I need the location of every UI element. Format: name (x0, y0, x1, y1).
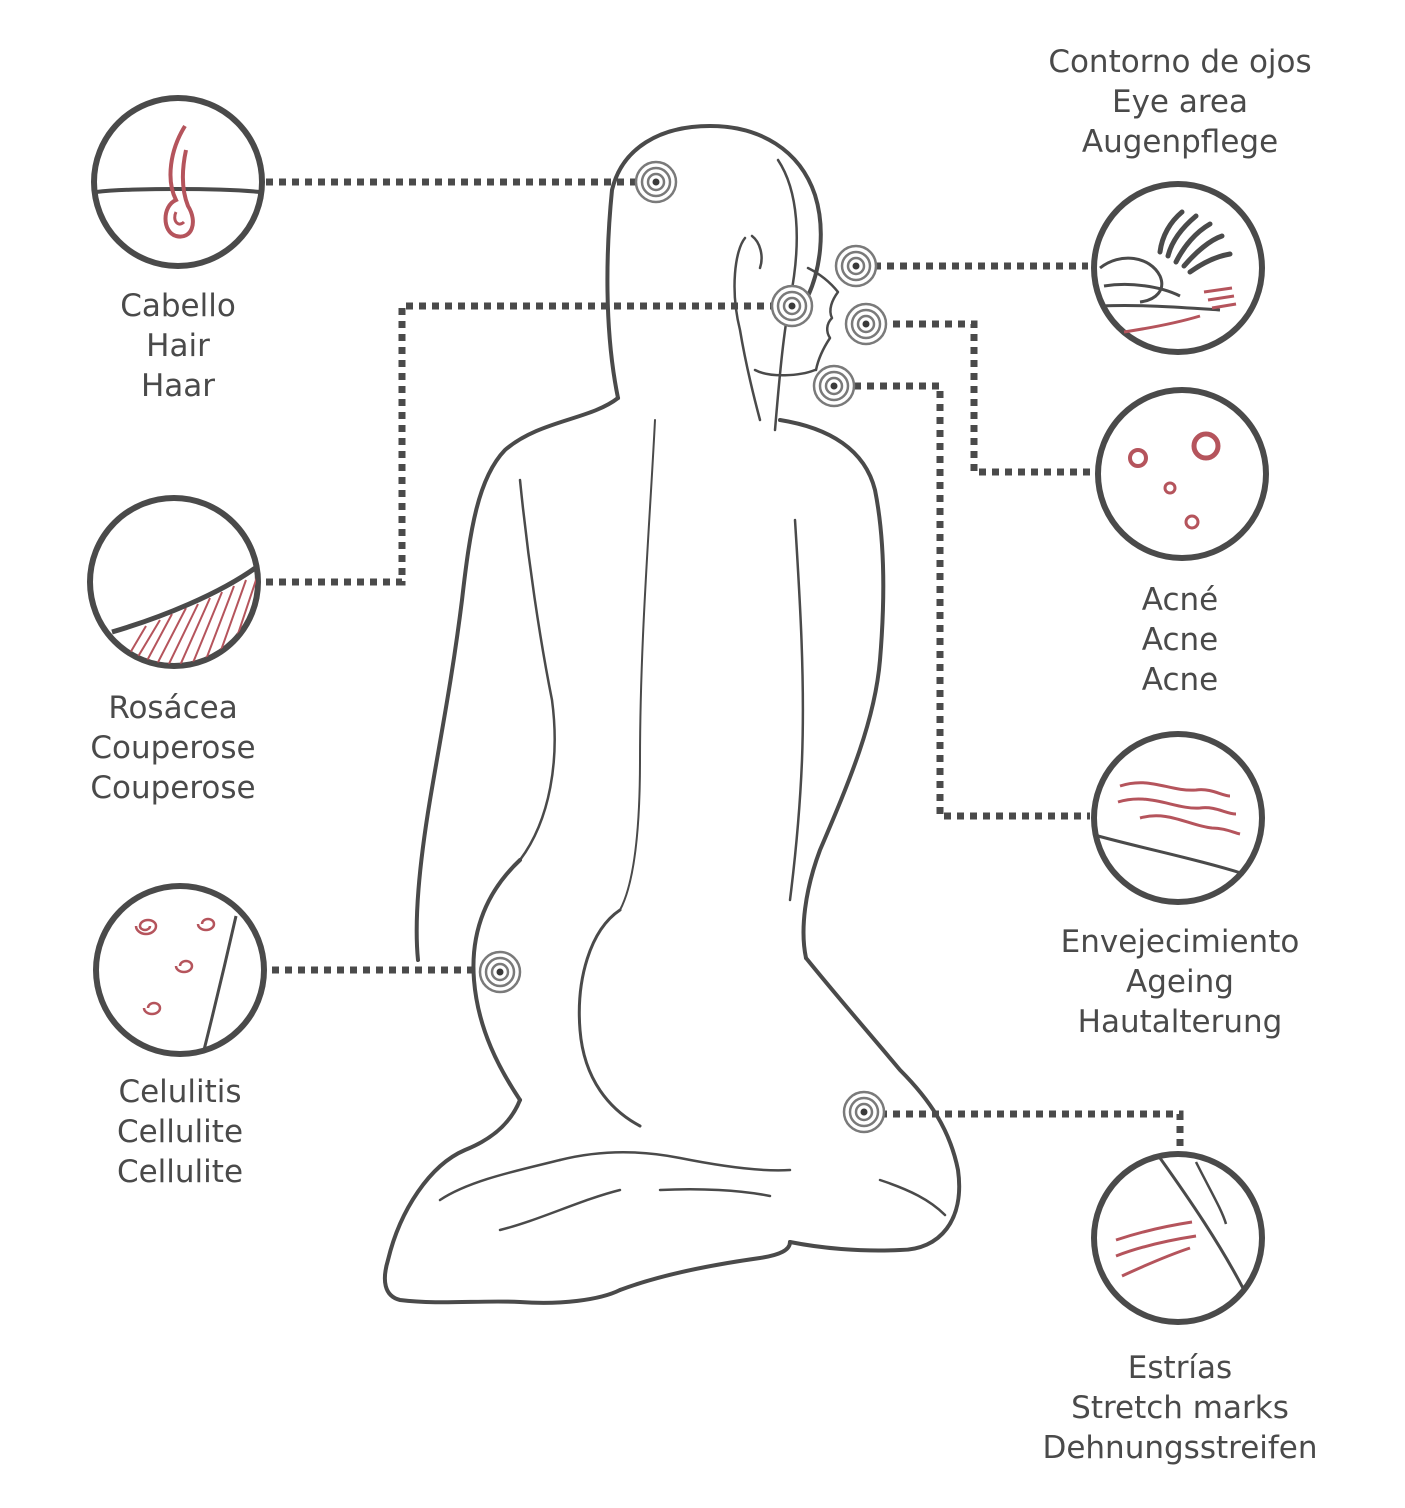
label-rosacea-es: Rosácea (108, 690, 238, 726)
label-ageing-en: Ageing (1126, 964, 1234, 1000)
label-acne-en: Acne (1141, 622, 1219, 658)
body-figure (382, 124, 962, 1305)
label-stretch-en: Stretch marks (1071, 1390, 1289, 1426)
connector-lines (266, 178, 1184, 1148)
label-eye-en: Eye area (1112, 84, 1248, 120)
rosacea-skin-icon (87, 495, 261, 669)
label-ageing: Envejecimiento Ageing Hautalterung (1030, 922, 1330, 1042)
label-stretch-de: Dehnungsstreifen (1042, 1430, 1318, 1466)
label-cellulite: Celulitis Cellulite Cellulite (60, 1072, 300, 1192)
label-cellulite-es: Celulitis (118, 1074, 242, 1110)
label-eye-es: Contorno de ojos (1048, 44, 1312, 80)
label-eye-de: Augenpflege (1081, 124, 1279, 160)
marker-eye-target-marker-icon (834, 244, 878, 288)
cellulite-icon (93, 883, 267, 1057)
label-stretch-marks: Estrías Stretch marks Dehnungsstreifen (1010, 1348, 1350, 1468)
connector-acne (880, 320, 1096, 476)
stretch-marks-icon (1091, 1151, 1265, 1325)
label-hair-de: Haar (140, 368, 216, 404)
ageing-wrinkles-icon (1091, 731, 1265, 905)
label-stretch-es: Estrías (1127, 1350, 1233, 1386)
label-hair: Cabello Hair Haar (60, 286, 296, 406)
connector-rosacea (266, 302, 774, 586)
connector-stretch (880, 1110, 1184, 1148)
marker-knee-target-marker-icon (842, 1090, 886, 1134)
label-acne-es: Acné (1141, 582, 1219, 618)
label-acne-de: Acne (1141, 662, 1219, 698)
marker-hip-target-marker-icon (478, 950, 522, 994)
target-markers (478, 160, 888, 1134)
label-ageing-de: Hautalterung (1077, 1004, 1283, 1040)
eye-area-icon (1091, 181, 1265, 355)
label-acne: Acné Acne Acne (1080, 580, 1280, 700)
label-cellulite-en: Cellulite (116, 1114, 244, 1150)
label-ageing-es: Envejecimiento (1060, 924, 1300, 960)
label-hair-en: Hair (146, 328, 210, 364)
acne-icon (1095, 387, 1269, 561)
label-cellulite-de: Cellulite (116, 1154, 244, 1190)
hair-follicle-icon (91, 95, 265, 269)
label-hair-es: Cabello (120, 288, 236, 324)
label-rosacea: Rosácea Couperose Couperose (40, 688, 306, 808)
marker-head-target-marker-icon (634, 160, 678, 204)
marker-cheek-target-marker-icon (770, 284, 814, 328)
label-eye-area: Contorno de ojos Eye area Augenpflege (1010, 42, 1350, 162)
label-rosacea-de: Couperose (90, 770, 256, 806)
marker-neck-target-marker-icon (812, 364, 856, 408)
label-rosacea-en: Couperose (90, 730, 256, 766)
connector-ageing (854, 382, 1090, 820)
marker-chin-target-marker-icon (844, 302, 888, 346)
